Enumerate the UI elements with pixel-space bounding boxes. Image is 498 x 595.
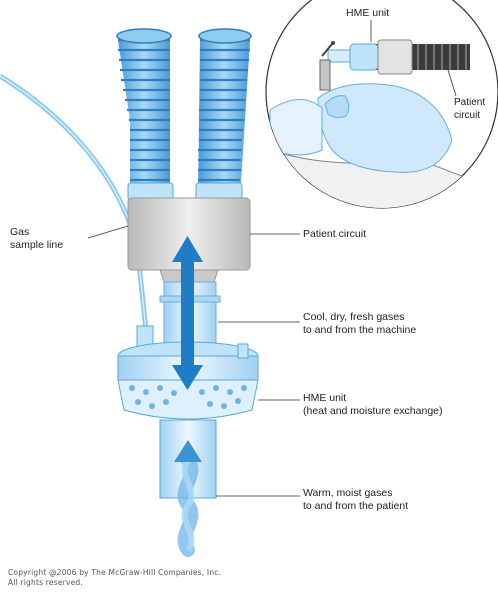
right-corrugated-hose bbox=[198, 29, 251, 200]
copyright-notice: Copyright @2006 by The McGraw-Hill Compa… bbox=[8, 568, 221, 588]
label-hme-unit: HME unit (heat and moisture exchange) bbox=[303, 392, 443, 418]
label-warm-moist-gases: Warm, moist gases to and from the patien… bbox=[303, 487, 408, 513]
label-cool-dry-gases-1: Cool, dry, fresh gases bbox=[303, 311, 416, 324]
label-gas-sample-line-2: sample line bbox=[10, 239, 63, 252]
label-cool-dry-gases-2: to and from the machine bbox=[303, 324, 416, 337]
label-inset-patient-circuit-1: Patient bbox=[454, 96, 485, 109]
left-corrugated-hose bbox=[117, 29, 171, 200]
label-patient-circuit: Patient circuit bbox=[303, 228, 366, 241]
label-hme-unit-1: HME unit bbox=[303, 392, 443, 405]
label-warm-moist-gases-1: Warm, moist gases bbox=[303, 487, 408, 500]
label-hme-unit-2: (heat and moisture exchange) bbox=[303, 405, 443, 418]
label-gas-sample-line-1: Gas bbox=[10, 226, 63, 239]
copyright-line-1: Copyright @2006 by The McGraw-Hill Compa… bbox=[8, 568, 221, 578]
label-gas-sample-line: Gas sample line bbox=[10, 226, 63, 252]
gas-sample-line bbox=[0, 76, 146, 330]
label-warm-moist-gases-2: to and from the patient bbox=[303, 500, 408, 513]
label-inset-patient-circuit-2: circuit bbox=[454, 109, 485, 122]
label-cool-dry-gases: Cool, dry, fresh gases to and from the m… bbox=[303, 311, 416, 337]
copyright-line-2: All rights reserved. bbox=[8, 578, 221, 588]
label-inset-patient-circuit: Patient circuit bbox=[454, 96, 485, 122]
label-inset-hme-unit: HME unit bbox=[346, 7, 389, 20]
